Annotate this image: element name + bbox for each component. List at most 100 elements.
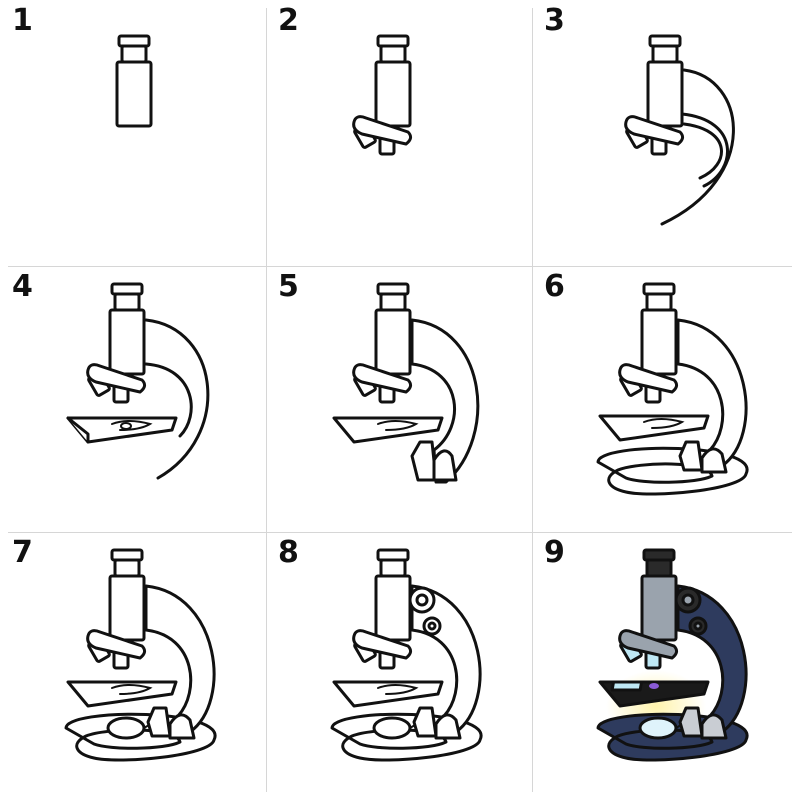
nosepiece-group — [86, 629, 147, 670]
eyepiece — [113, 292, 141, 312]
step-panel-3: 3 — [532, 0, 798, 266]
step-number: 5 — [278, 269, 299, 304]
nosepiece-group — [352, 363, 413, 404]
pillar — [700, 713, 728, 740]
pillar — [434, 713, 462, 740]
support-group — [678, 706, 728, 740]
pillar — [700, 447, 728, 474]
microscope-drawing-step-1 — [115, 34, 153, 128]
eyepiece — [645, 558, 673, 578]
arm-inner-line — [682, 122, 723, 180]
tube-group — [115, 34, 153, 128]
body-tube — [646, 60, 684, 128]
body-tube — [115, 60, 153, 128]
stage-aperture — [120, 422, 132, 430]
step-number: 2 — [278, 3, 299, 38]
step-number: 9 — [544, 535, 565, 570]
tube-group — [108, 282, 146, 376]
body-tube — [108, 308, 146, 376]
microscope-drawing-step-6 — [596, 282, 749, 496]
tube-group — [646, 34, 684, 128]
step-number: 6 — [544, 269, 565, 304]
body-tube — [640, 308, 678, 376]
step-panel-7: 7 — [0, 532, 266, 798]
stage-group — [332, 416, 444, 444]
grid-divider-horizontal-2 — [8, 532, 792, 533]
mirror — [638, 716, 678, 740]
step-number: 1 — [12, 3, 33, 38]
arm-outer-curve — [660, 68, 735, 226]
glass-slide — [610, 680, 644, 692]
stage-clip — [111, 420, 153, 431]
eyepiece — [379, 292, 407, 312]
revolving-nosepiece — [352, 115, 413, 146]
support-post — [412, 706, 438, 738]
step-number: 7 — [12, 535, 33, 570]
grid-divider-vertical-2 — [532, 8, 533, 792]
body-tube — [374, 60, 412, 128]
eyepiece-cap — [376, 282, 410, 296]
stage-clip — [377, 420, 419, 431]
mirror — [106, 716, 146, 740]
pillar — [432, 449, 458, 482]
grid-divider-horizontal-1 — [8, 266, 792, 267]
support-post — [678, 440, 704, 472]
arm-inner-curve — [144, 362, 193, 438]
arm — [410, 318, 480, 484]
microscope-drawing-step-7 — [64, 548, 217, 762]
microscope-drawing-step-4 — [66, 282, 210, 480]
arm-outer-curve — [144, 318, 210, 480]
grid-divider-vertical-1 — [266, 8, 267, 792]
eyepiece-cap — [642, 282, 676, 296]
revolving-nosepiece — [86, 363, 147, 394]
step-panel-6: 6 — [532, 266, 798, 532]
eyepiece-cap — [642, 548, 676, 562]
eyepiece — [651, 44, 679, 64]
stage-group — [66, 416, 178, 444]
eyepiece — [120, 44, 148, 64]
support-post — [678, 706, 704, 738]
step-panel-4: 4 — [0, 266, 266, 532]
revolving-nosepiece — [352, 363, 413, 394]
nosepiece-group — [624, 115, 685, 156]
stage-group — [332, 680, 444, 708]
microscope-drawing-step-8 — [330, 548, 483, 762]
pillar — [168, 713, 196, 740]
stage-group — [598, 680, 710, 708]
tube-group — [640, 548, 678, 642]
revolving-nosepiece — [352, 629, 413, 660]
eyepiece-cap — [110, 548, 144, 562]
support-group — [412, 706, 462, 740]
slide-specimen — [649, 683, 659, 689]
step-panel-1: 1 — [0, 0, 266, 266]
eyepiece — [379, 558, 407, 578]
microscope-drawing-step-5 — [332, 282, 480, 484]
nosepiece-group — [352, 629, 413, 670]
nosepiece-group — [618, 363, 679, 404]
tube-group — [374, 282, 412, 376]
coarse-focus-knob-center — [681, 593, 695, 607]
eyepiece-cap — [117, 34, 151, 48]
eyepiece-cap — [648, 34, 682, 48]
fine-focus-knob-center — [427, 621, 437, 631]
step-number: 8 — [278, 535, 299, 570]
step-number: 4 — [12, 269, 33, 304]
eyepiece-cap — [110, 282, 144, 296]
eyepiece-cap — [376, 548, 410, 562]
arm-inner-curve — [680, 112, 729, 188]
support-group — [410, 440, 458, 482]
stage-clip — [377, 684, 419, 695]
tube-group — [108, 548, 146, 642]
focus-knobs — [408, 586, 442, 636]
revolving-nosepiece — [624, 115, 685, 146]
support-group — [678, 440, 728, 474]
step-panel-8: 8 — [266, 532, 532, 798]
focus-knobs — [674, 586, 708, 636]
stage-group — [598, 414, 710, 442]
stage-side — [66, 416, 90, 444]
eyepiece — [113, 558, 141, 578]
nosepiece-group — [618, 629, 679, 670]
revolving-nosepiece — [618, 629, 679, 660]
revolving-nosepiece — [86, 629, 147, 660]
